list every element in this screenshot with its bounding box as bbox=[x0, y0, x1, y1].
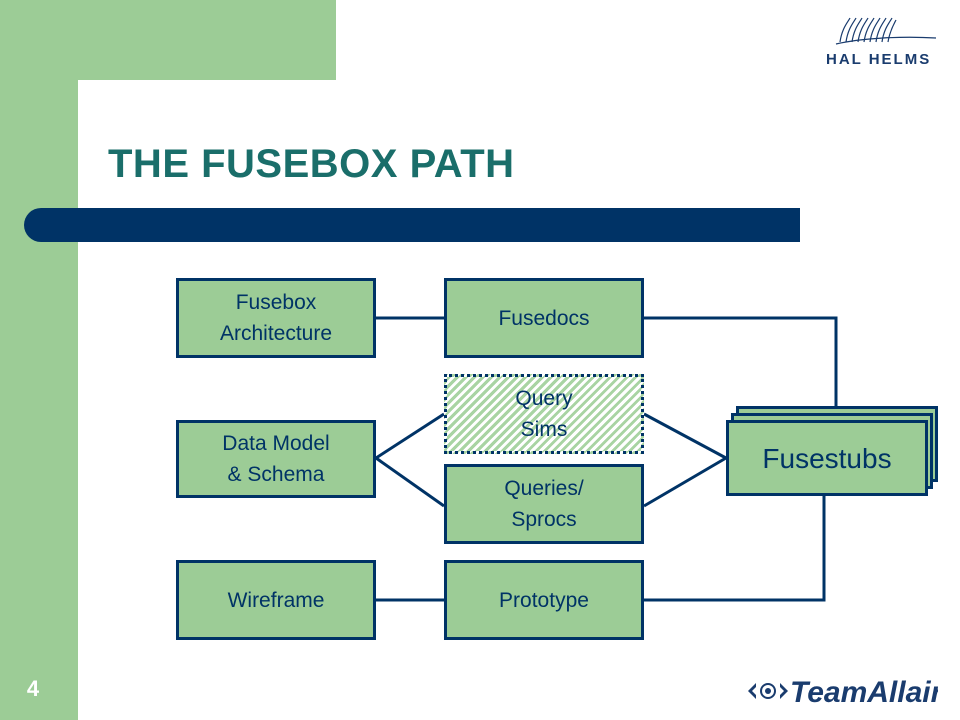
node-label: Prototype bbox=[499, 588, 589, 612]
node-prototype: Prototype bbox=[444, 560, 644, 640]
slide-title: THE FUSEBOX PATH bbox=[108, 142, 515, 186]
node-label: Queries/ Sprocs bbox=[504, 477, 584, 531]
node-fusestubs: Fusestubs bbox=[726, 420, 928, 496]
top-green-band bbox=[0, 0, 336, 80]
edge-fusedocs-fusestubs bbox=[644, 316, 838, 408]
left-green-band bbox=[0, 0, 78, 720]
slide-number: 4 bbox=[26, 676, 40, 701]
edge-queries-fusestubs bbox=[643, 456, 727, 508]
node-fusebox-architecture: Fusebox Architecture bbox=[176, 278, 376, 358]
node-label: Fusedocs bbox=[498, 306, 590, 330]
node-label: Wireframe bbox=[227, 588, 325, 612]
title-underline-bar bbox=[24, 208, 800, 242]
node-data-model: Data Model & Schema bbox=[176, 420, 376, 498]
allaire-eye-icon bbox=[748, 683, 788, 699]
hal-helms-signature-logo: HAL HELMS bbox=[826, 17, 937, 68]
edge-querysims-fusestubs bbox=[643, 412, 727, 460]
node-wireframe: Wireframe bbox=[176, 560, 376, 640]
edge-datamodel-queries bbox=[375, 456, 445, 508]
edge-datamodel-querysims bbox=[375, 412, 445, 460]
node-label: Fusestubs bbox=[762, 442, 892, 474]
node-label: Data Model & Schema bbox=[222, 432, 330, 486]
team-allaire-logo: TeamAllaire bbox=[748, 676, 938, 709]
edge-prototype-fusestubs bbox=[644, 496, 826, 602]
node-label: Query Sims bbox=[515, 387, 573, 441]
logo-text: HAL HELMS bbox=[826, 51, 931, 68]
node-label: Fusebox Architecture bbox=[219, 291, 333, 345]
node-fusedocs: Fusedocs bbox=[444, 278, 644, 358]
node-queries-sprocs: Queries/ Sprocs bbox=[444, 464, 644, 544]
logo-text: TeamAllaire bbox=[790, 676, 938, 709]
node-query-sims: Query Sims bbox=[444, 374, 644, 454]
